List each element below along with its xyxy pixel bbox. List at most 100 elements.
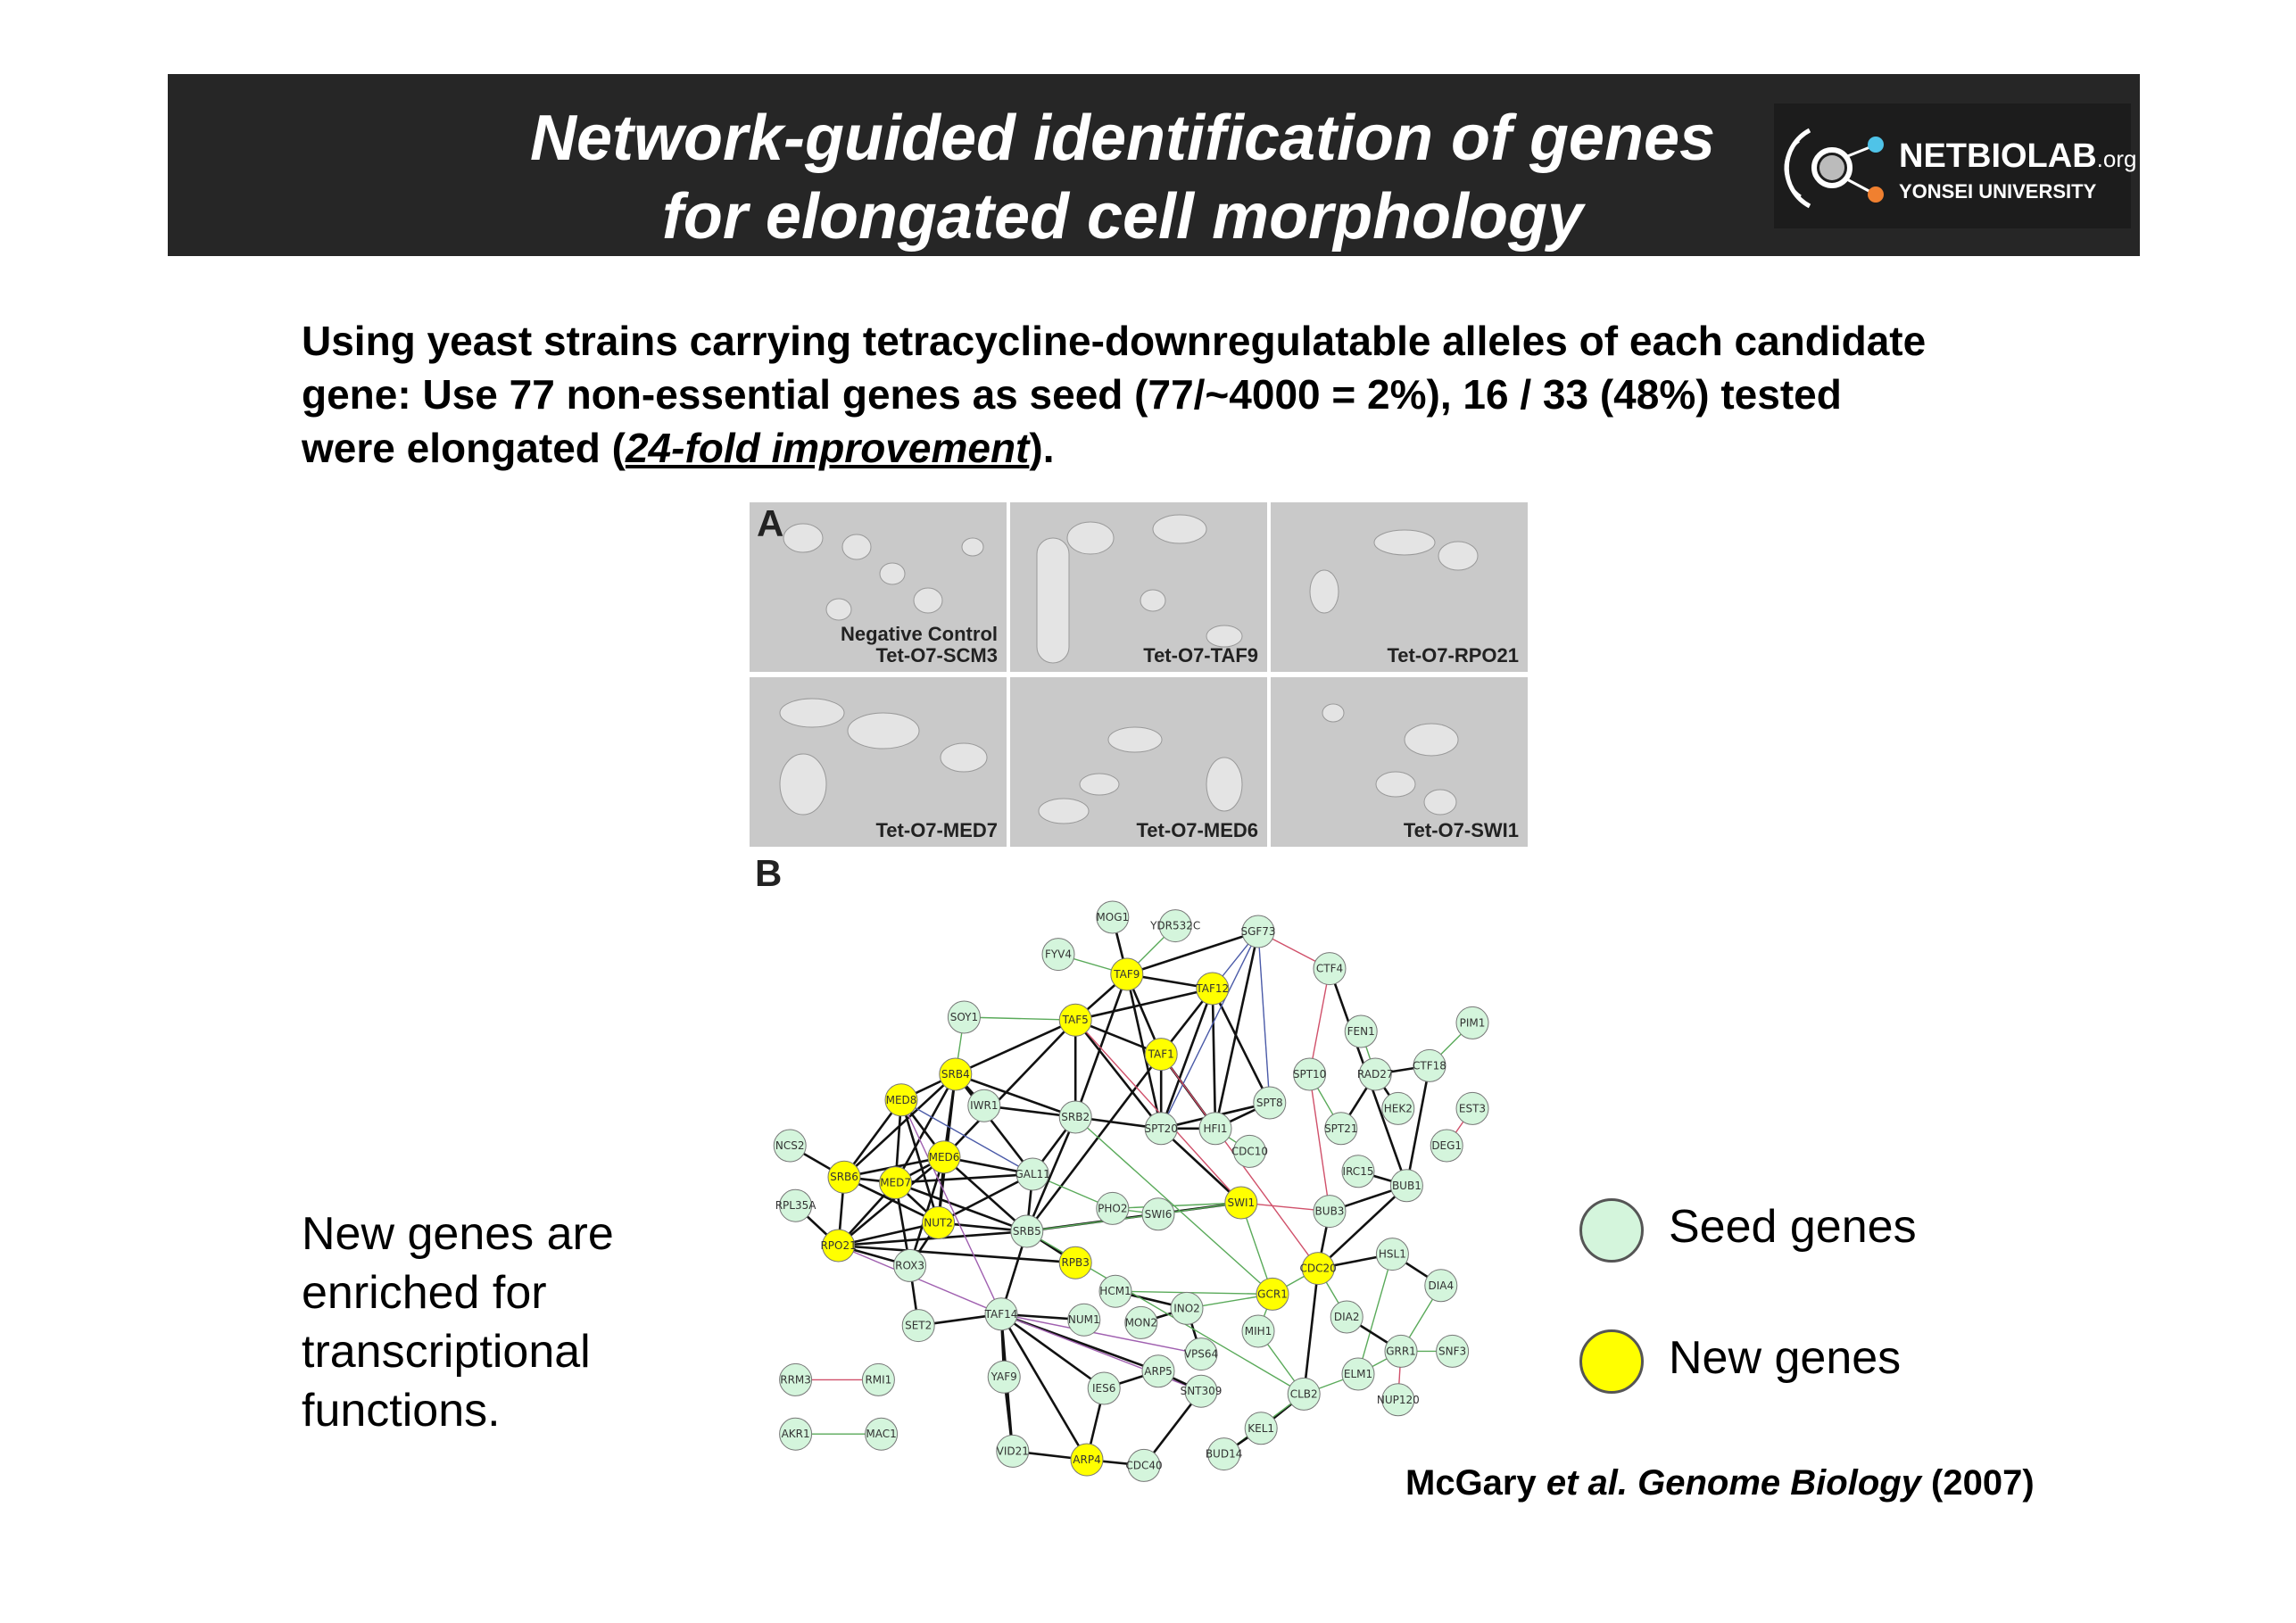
network-edge (1112, 1202, 1241, 1210)
gene-node-srb6: SRB6 (827, 1160, 861, 1194)
gene-node-yaf9: YAF9 (987, 1360, 1021, 1394)
network-edge (954, 1073, 1034, 1175)
gene-node-label: TAF12 (1195, 982, 1229, 995)
gene-node-deg1: DEG1 (1430, 1129, 1463, 1163)
gene-node-label: HCM1 (1099, 1285, 1131, 1297)
gene-node-pim1: PIM1 (1455, 1006, 1489, 1039)
gene-node-bub1: BUB1 (1389, 1169, 1423, 1203)
gene-node-label: TAF1 (1148, 1048, 1174, 1061)
gene-node-label: MED6 (929, 1151, 960, 1163)
gene-node-label: TAF5 (1062, 1014, 1089, 1026)
intro-text: Using yeast strains carrying tetracyclin… (302, 314, 2068, 475)
gene-node-label: FEN1 (1347, 1025, 1375, 1038)
network-edge (943, 1019, 1077, 1158)
intro-line-1: Using yeast strains carrying tetracyclin… (302, 318, 1927, 364)
gene-node-med8: MED8 (884, 1083, 918, 1117)
network-edge (837, 1155, 945, 1246)
gene-node-label: RPB3 (1061, 1256, 1089, 1269)
network-edge (999, 1313, 1089, 1461)
network-edge (1025, 1116, 1077, 1232)
netbiolab-logo: NETBIOLAB.org YONSEI UNIVERSITY (1774, 104, 2136, 228)
gene-node-elm1: ELM1 (1341, 1357, 1375, 1391)
gene-node-label: SPT20 (1144, 1122, 1177, 1135)
gene-node-taf14: TAF14 (984, 1297, 1018, 1331)
gene-node-arp4: ARP4 (1070, 1443, 1104, 1477)
micrograph-swi1: Tet-O7-SWI1 (1271, 677, 1528, 847)
gene-node-label: SPT10 (1293, 1068, 1326, 1081)
gene-node-rrm3: RRM3 (779, 1362, 813, 1396)
gene-node-label: BUB3 (1315, 1205, 1345, 1218)
title-line-2: for elongated cell morphology (661, 181, 1584, 253)
gene-node-label: RPL35A (775, 1199, 817, 1212)
gene-node-label: KEL1 (1247, 1422, 1274, 1435)
network-edge (1074, 1019, 1163, 1130)
gene-node-est3: EST3 (1455, 1091, 1489, 1125)
title-line-1: Network-guided identification of genes (529, 103, 1716, 174)
gene-node-mog1: MOG1 (1096, 900, 1130, 934)
network-edge (1308, 1073, 1330, 1212)
network-edge (943, 1155, 1028, 1232)
gene-node-label: BUB1 (1392, 1180, 1422, 1192)
gene-node-mih1: MIH1 (1241, 1314, 1275, 1348)
network-edge (1257, 931, 1271, 1104)
gene-node-spt8: SPT8 (1253, 1086, 1287, 1120)
gene-node-rpo21: RPO21 (820, 1229, 857, 1263)
gene-node-label: NCS2 (775, 1139, 805, 1152)
network-edge (838, 1230, 1027, 1247)
gene-node-rad27: RAD27 (1357, 1057, 1393, 1091)
netbiolab-logo-icon (1784, 128, 1884, 209)
gene-node-label: ELM1 (1344, 1368, 1372, 1380)
gene-node-label: MON2 (1125, 1316, 1157, 1329)
network-edge (955, 1019, 1076, 1076)
gene-node-label: ARP4 (1073, 1453, 1100, 1466)
gene-node-dia2: DIA2 (1330, 1300, 1364, 1334)
gene-node-label: ROX3 (895, 1259, 924, 1271)
gene-node-label: SPT21 (1324, 1122, 1357, 1135)
gene-node-clb2: CLB2 (1287, 1377, 1321, 1411)
gene-node-label: CDC20 (1300, 1263, 1337, 1275)
gene-node-med7: MED7 (879, 1166, 913, 1200)
gene-node-snf3: SNF3 (1436, 1334, 1470, 1368)
network-edge (1317, 1184, 1408, 1270)
gene-node-label: VPS64 (1184, 1348, 1218, 1361)
network-edge (838, 1245, 1002, 1315)
gene-node-label: IWR1 (970, 1099, 998, 1112)
logo-name: NETBIOLAB.org (1899, 137, 2137, 175)
gene-node-label: MED7 (880, 1177, 911, 1189)
gene-node-label: EST3 (1459, 1102, 1486, 1114)
caption-line-3: transcriptional (302, 1326, 591, 1378)
gene-node-srb4: SRB4 (939, 1057, 973, 1091)
network-edge (1074, 987, 1214, 1022)
gene-node-gal11: GAL11 (1015, 1157, 1050, 1191)
network-edge (1025, 1053, 1163, 1232)
caption-line-1: New genes are (302, 1208, 614, 1260)
network-edge (964, 1016, 1076, 1021)
network-edge (1000, 1313, 1202, 1355)
gene-node-srb2: SRB2 (1058, 1100, 1092, 1134)
gene-node-label: YDR532C (1149, 920, 1200, 932)
gene-node-label: DIA2 (1334, 1311, 1360, 1323)
gene-node-label: SWI6 (1145, 1208, 1173, 1221)
network-edge (1160, 1127, 1242, 1204)
network-edge (1126, 930, 1259, 976)
gene-node-label: MIH1 (1245, 1325, 1272, 1337)
network-edge (1211, 988, 1217, 1129)
gene-node-label: VID21 (997, 1445, 1029, 1457)
network-edge (1405, 1065, 1431, 1187)
fold-improvement: 24-fold improvement (625, 425, 1030, 471)
gene-node-label: INO2 (1173, 1302, 1200, 1314)
gene-node-swi1: SWI1 (1224, 1186, 1258, 1220)
gene-node-label: CDC40 (1125, 1459, 1162, 1471)
gene-node-dia4: DIA4 (1424, 1269, 1458, 1303)
title-banner: Network-guided identification of genes f… (168, 74, 2140, 256)
gene-node-label: NUM1 (1068, 1313, 1100, 1326)
gene-node-label: MAC1 (866, 1428, 896, 1440)
gene-node-label: NUT2 (924, 1216, 953, 1229)
gene-node-label: SET2 (905, 1320, 932, 1332)
gene-node-hek2: HEK2 (1381, 1091, 1415, 1125)
gene-node-label: GAL11 (1015, 1168, 1049, 1180)
gene-node-mon2: MON2 (1124, 1305, 1158, 1339)
network-edge (1159, 988, 1214, 1130)
